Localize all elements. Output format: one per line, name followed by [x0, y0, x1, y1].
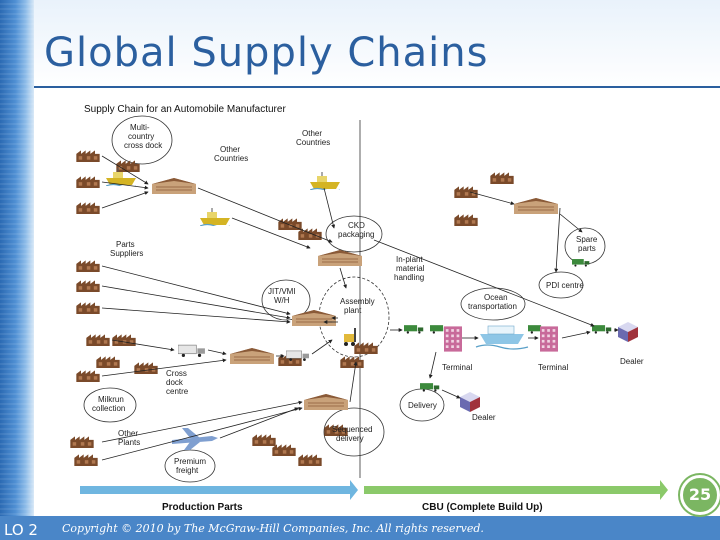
cross-dock-label: Multi- country cross dock: [124, 123, 163, 150]
ocean-callout: [460, 287, 526, 321]
flow-arrows: [101, 155, 619, 461]
forklift-icon: [344, 328, 356, 346]
jit-callout: [261, 279, 311, 321]
other-countries-right-label: Other Countries: [296, 129, 330, 147]
other-plants-label: Other Plants: [118, 429, 140, 447]
pdi-callout: [538, 271, 584, 299]
milkrun-collection-label: Milkrun collection: [92, 395, 126, 413]
sequenced-delivery-label: Sequenced delivery: [332, 425, 375, 443]
figure-heading: Supply Chain for an Automobile Manufactu…: [84, 104, 286, 115]
dealer-right-label: Dealer: [620, 357, 644, 366]
cross-dock-centre-label: Cross dock centre: [166, 369, 189, 396]
side-decoration-bar: [0, 0, 34, 540]
footer-band: [0, 516, 720, 540]
pdi-centre-label: PDI centre: [546, 281, 584, 290]
supply-chain-diagram: Supply Chain for an Automobile Manufactu…: [70, 104, 668, 512]
cbu-arrow: [364, 480, 668, 500]
spare-parts-label: Spare parts: [576, 235, 600, 253]
terminal-left-label: Terminal: [442, 363, 472, 372]
ocean-transportation-label: Ocean transportation: [468, 293, 517, 311]
learning-objective-label: LO 2: [4, 521, 38, 539]
jit-vmi-label: JIT/VMI W/H: [268, 287, 298, 305]
in-plant-handling-label: In-plant material handling: [394, 255, 427, 282]
slide-title: Global Supply Chains: [44, 30, 489, 76]
factory-icon: [70, 150, 514, 466]
title-band: [34, 0, 720, 88]
cross-dock-callout: [111, 115, 173, 165]
milkrun-callout: [83, 387, 137, 423]
parts-suppliers-label: Parts Suppliers: [110, 240, 143, 258]
cbu-label: CBU (Complete Build Up): [422, 502, 543, 512]
delivery-label: Delivery: [408, 401, 437, 410]
title-rule: [34, 86, 720, 88]
assembly-plant-label: Assembly plant: [340, 297, 377, 315]
terminal-right-label: Terminal: [538, 363, 568, 372]
copyright-notice: Copyright © 2010 by The McGraw-Hill Comp…: [62, 522, 484, 535]
supply-chain-figure: Supply Chain for an Automobile Manufactu…: [62, 92, 682, 512]
premium-freight-label: Premium freight: [174, 457, 208, 475]
ocean-ship-icon: [475, 325, 529, 350]
ckd-callout: [325, 215, 383, 253]
other-countries-left-label: Other Countries: [214, 145, 248, 163]
ckd-packaging-label: CKD packaging: [338, 221, 374, 239]
production-parts-label: Production Parts: [162, 502, 243, 512]
page-number-badge: 25: [680, 475, 720, 515]
sequenced-callout: [323, 407, 385, 457]
production-parts-arrow: [80, 480, 358, 500]
dealer-bottom-label: Dealer: [472, 413, 496, 422]
